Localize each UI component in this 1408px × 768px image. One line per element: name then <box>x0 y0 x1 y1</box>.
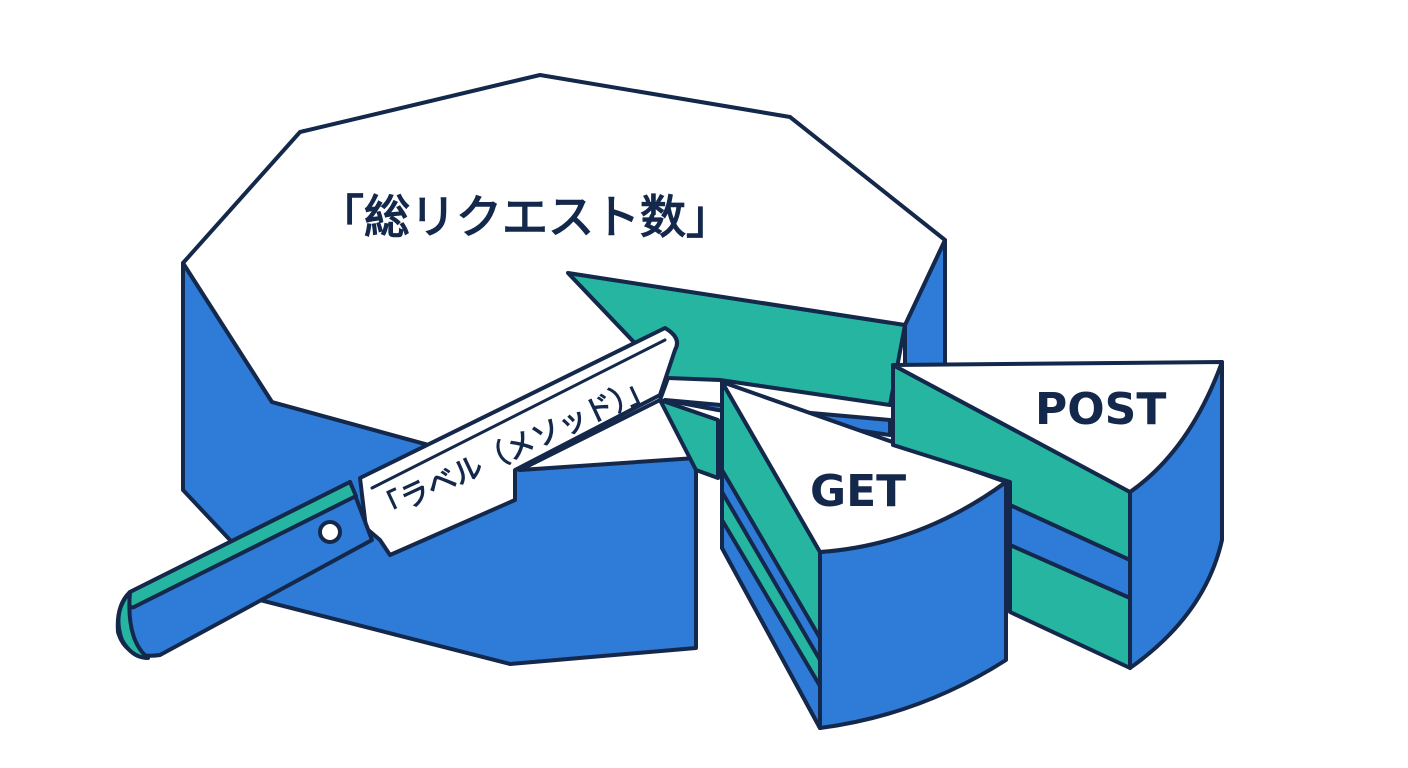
knife-rivet <box>318 520 342 544</box>
post-slice <box>891 360 1224 670</box>
post-slice-label: POST <box>1035 384 1166 435</box>
get-slice-top <box>720 380 1008 554</box>
get-slice <box>720 380 1008 730</box>
knife-blade <box>358 326 679 557</box>
knife <box>115 326 679 660</box>
cake-cut-wall <box>658 398 720 480</box>
knife-blade-spine <box>370 338 667 490</box>
cake-label: 「総リクエスト数」 <box>318 190 732 244</box>
get-slice-label: GET <box>810 466 906 517</box>
knife-handle-tip <box>116 590 150 660</box>
post-slice-top <box>891 360 1224 494</box>
